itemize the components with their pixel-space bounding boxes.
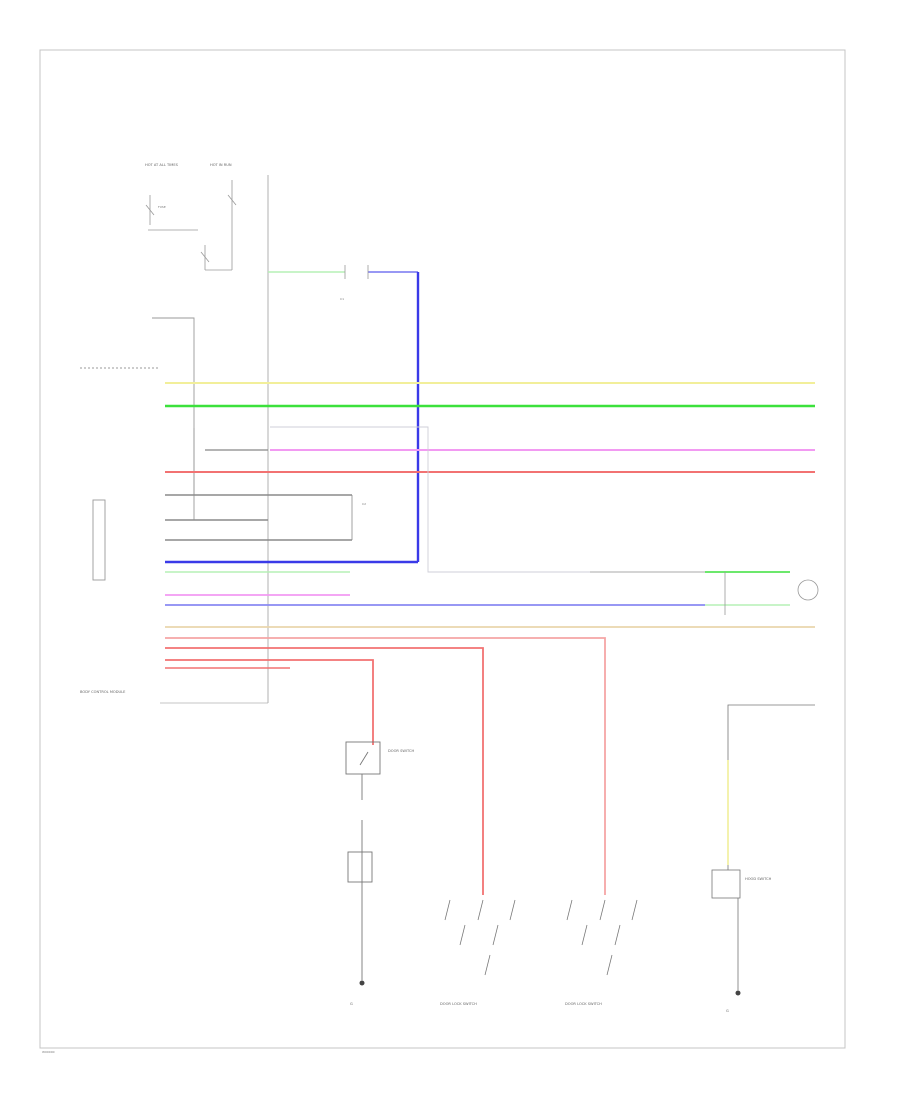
fuse-c-label: FUSE: [158, 205, 166, 209]
connector-1-label: C1: [340, 297, 344, 301]
top-relay-route: [165, 265, 420, 564]
lock-switch-2-label: DOOR LOCK SWITCH: [565, 1002, 602, 1006]
gray-wires: [165, 494, 353, 541]
ground-1-label: G: [350, 1002, 353, 1006]
diagram-frame: [39, 49, 846, 1049]
lock-switch-cluster-1: [444, 899, 516, 976]
ground-2-label: G: [726, 1009, 729, 1013]
thin-route: [270, 426, 590, 573]
fuse-b-label: HOT IN RUN: [210, 163, 232, 167]
connector-2-label: C2: [362, 502, 366, 506]
ground-symbols: [359, 980, 741, 996]
lower-wires: [165, 571, 815, 895]
main-wires: [165, 382, 815, 473]
footer-code: W00000: [42, 1050, 55, 1054]
module-label: BODY CONTROL MODULE: [80, 690, 126, 694]
lock-switch-cluster-2: [566, 899, 638, 976]
right-component: [724, 572, 819, 615]
lock-switch-1-label: DOOR LOCK SWITCH: [440, 1002, 477, 1006]
fuse-group: [145, 180, 237, 271]
door-switch-label: DOOR SWITCH: [388, 749, 414, 753]
hood-switch-label: HOOD SWITCH: [745, 877, 772, 881]
fuse-a-label: HOT AT ALL TIMES: [145, 163, 179, 167]
door-switch-symbol: [345, 741, 381, 980]
